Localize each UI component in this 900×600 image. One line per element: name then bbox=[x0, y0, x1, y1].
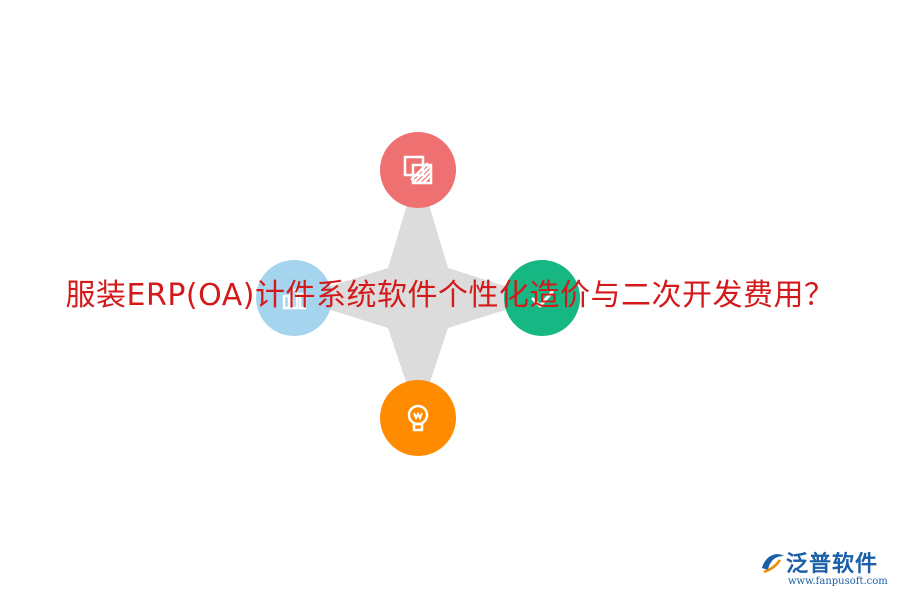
striped-square-icon bbox=[403, 155, 433, 185]
brand-watermark: 泛普软件 www.fanpusoft.com bbox=[758, 546, 888, 592]
right-node bbox=[504, 260, 580, 336]
checkmark-icon bbox=[531, 290, 554, 308]
top-node bbox=[380, 132, 456, 208]
brand-url: www.fanpusoft.com bbox=[788, 576, 888, 587]
brand-name: 泛普软件 bbox=[786, 552, 879, 577]
lightbulb-icon bbox=[407, 404, 429, 432]
fanpu-logo-icon bbox=[762, 554, 784, 574]
bar-chart-icon bbox=[282, 288, 307, 310]
bottom-node bbox=[380, 380, 456, 456]
page-title: 服装ERP(OA)计件系统软件个性化造价与二次开发费用？ bbox=[65, 278, 835, 313]
left-node bbox=[256, 260, 332, 336]
star-shape bbox=[293, 168, 543, 418]
